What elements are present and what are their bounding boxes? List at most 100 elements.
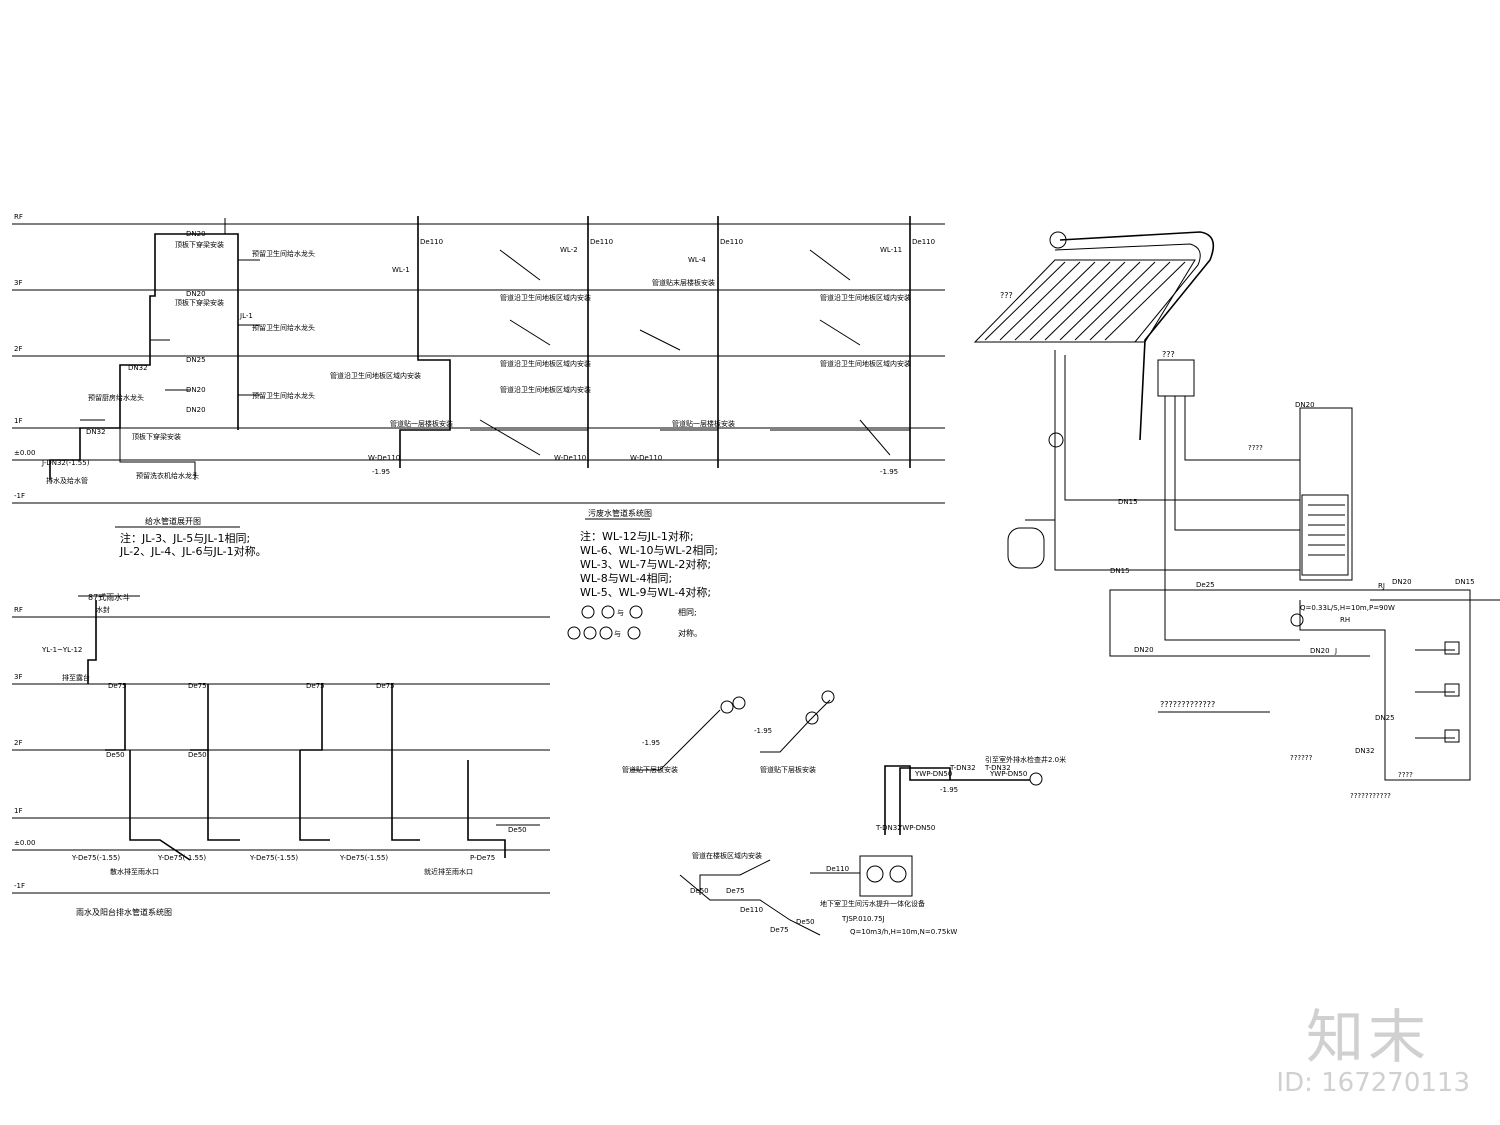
svg-text:管道贴一层楼板安装: 管道贴一层楼板安装	[672, 419, 735, 428]
svg-text:顶板下穿梁安装: 顶板下穿梁安装	[175, 298, 224, 307]
water-supply-diagram: 顶板下穿梁安装 预留卫生间给水龙头 顶板下穿梁安装 预留卫生间给水龙头 预留卫生…	[41, 218, 315, 558]
pump-title: 地下室卫生间污水提升一体化设备	[820, 899, 925, 908]
svg-text:YWP-DN50: YWP-DN50	[897, 824, 935, 832]
svg-text:??????: ??????	[1290, 754, 1313, 762]
svg-text:-1F: -1F	[14, 882, 25, 890]
solar-system: ??? ??? ???? Q=0.33L/S,H=10m,P=90W ?????…	[973, 231, 1500, 800]
svg-text:JL-1: JL-1	[239, 312, 253, 320]
svg-text:管道沿卫生间地板区域内安装: 管道沿卫生间地板区域内安装	[820, 359, 911, 368]
svg-text:1F: 1F	[14, 417, 22, 425]
svg-text:De75: De75	[306, 682, 325, 690]
svg-text:DN20: DN20	[186, 290, 206, 298]
svg-text:就近排至雨水口: 就近排至雨水口	[424, 867, 473, 876]
svg-text:1F: 1F	[14, 807, 22, 815]
svg-text:De50: De50	[188, 751, 207, 759]
svg-text:排水及给水管: 排水及给水管	[46, 476, 88, 485]
svg-text:J-DN32(-1.55): J-DN32(-1.55)	[41, 459, 90, 467]
roof-drain-label: 87式雨水斗	[88, 592, 130, 602]
svg-text:Y-De75(-1.55): Y-De75(-1.55)	[71, 854, 120, 862]
svg-text:De110: De110	[720, 238, 743, 246]
svg-text:DN20: DN20	[186, 406, 206, 414]
svg-text:对称。: 对称。	[678, 628, 702, 638]
rain-diagram: 87式雨水斗 水封 YL-1~YL-12 排至露台 散水排至雨水口 就近排至雨水…	[41, 592, 540, 917]
svg-text:DN32: DN32	[1355, 747, 1375, 755]
water-supply-note-1: 注：JL-3、JL-5与JL-1相同;	[120, 531, 250, 545]
svg-text:T-DN32: T-DN32	[984, 764, 1011, 772]
svg-text:De75: De75	[108, 682, 127, 690]
svg-text:顶板下穿梁安装: 顶板下穿梁安装	[175, 240, 224, 249]
svg-text:De50: De50	[106, 751, 125, 759]
svg-text:-1F: -1F	[14, 492, 25, 500]
svg-text:DN32: DN32	[128, 364, 148, 372]
svg-text:W-De110: W-De110	[368, 454, 400, 462]
rain-title: 雨水及阳台排水管道系统图	[76, 907, 172, 917]
svg-text:WL-4: WL-4	[688, 256, 706, 264]
svg-text:管道沿卫生间地板区域内安装: 管道沿卫生间地板区域内安装	[330, 371, 421, 380]
svg-text:2F: 2F	[14, 739, 22, 747]
svg-text:DN20: DN20	[1310, 647, 1330, 655]
svg-text:3F: 3F	[14, 279, 22, 287]
svg-text:TJSP.010.75J: TJSP.010.75J	[841, 915, 885, 923]
water-supply-note-2: JL-2、JL-4、JL-6与JL-1对称。	[119, 544, 267, 558]
svg-text:引至室外排水检查井2.0米: 引至室外排水检查井2.0米	[985, 755, 1066, 764]
upper-floor-labels: RF 3F 2F 1F ±0.00 -1F	[14, 213, 35, 500]
svg-text:De110: De110	[590, 238, 613, 246]
svg-text:2F: 2F	[14, 345, 22, 353]
svg-text:T-DN32: T-DN32	[875, 824, 902, 832]
svg-text:De75: De75	[376, 682, 395, 690]
svg-text:Q=0.33L/S,H=10m,P=90W: Q=0.33L/S,H=10m,P=90W	[1300, 604, 1395, 612]
svg-text:管道贴末层楼板安装: 管道贴末层楼板安装	[652, 278, 715, 287]
svg-text:-1.95: -1.95	[754, 727, 772, 735]
svg-text:相同;: 相同;	[678, 607, 697, 617]
sewage-note-1: 注：WL-12与JL-1对称;	[580, 529, 694, 543]
svg-text:DN20: DN20	[186, 230, 206, 238]
svg-text:DN20: DN20	[186, 386, 206, 394]
svg-text:预留卫生间给水龙头: 预留卫生间给水龙头	[252, 391, 315, 400]
svg-text:散水排至雨水口: 散水排至雨水口	[110, 867, 159, 876]
legend-symbols: 与 与 相同; 对称。	[567, 605, 702, 640]
collector-tubes	[984, 261, 1186, 341]
svg-text:±0.00: ±0.00	[14, 839, 35, 847]
svg-text:YWP-DN50: YWP-DN50	[989, 770, 1027, 778]
svg-text:管道贴下层板安装: 管道贴下层板安装	[760, 765, 816, 774]
watermark-logo: 知末	[1305, 1003, 1430, 1071]
svg-text:-1.95: -1.95	[372, 468, 390, 476]
svg-text:管道贴一层楼板安装: 管道贴一层楼板安装	[390, 419, 453, 428]
svg-text:RJ: RJ	[1378, 582, 1385, 590]
svg-text:De25: De25	[1196, 581, 1215, 589]
svg-text:管道沿卫生间地板区域内安装: 管道沿卫生间地板区域内安装	[500, 359, 591, 368]
svg-text:DN25: DN25	[186, 356, 206, 364]
solar-title: ?????????????	[1160, 700, 1215, 709]
svg-text:De75: De75	[726, 887, 745, 895]
svg-text:W-De110: W-De110	[630, 454, 662, 462]
svg-text:-1.95: -1.95	[880, 468, 898, 476]
svg-text:与: 与	[614, 630, 621, 638]
sewage-note-4: WL-8与WL-4相同;	[580, 572, 672, 585]
svg-text:Q=10m3/h,H=10m,N=0.75kW: Q=10m3/h,H=10m,N=0.75kW	[850, 928, 957, 936]
svg-text:Y-De75(-1.55): Y-De75(-1.55)	[157, 854, 206, 862]
svg-text:De75: De75	[770, 926, 789, 934]
sewage-title: 污废水管道系统图	[588, 508, 652, 518]
svg-text:预留卫生间给水龙头: 预留卫生间给水龙头	[252, 323, 315, 332]
svg-text:管道沿卫生间地板区域内安装: 管道沿卫生间地板区域内安装	[820, 293, 911, 302]
svg-text:De50: De50	[796, 918, 815, 926]
svg-text:YWP-DN50: YWP-DN50	[914, 770, 952, 778]
svg-text:DN15: DN15	[1118, 498, 1138, 506]
svg-text:RF: RF	[14, 606, 23, 614]
svg-text:DN15: DN15	[1455, 578, 1475, 586]
svg-text:管道在楼板区域内安装: 管道在楼板区域内安装	[692, 851, 762, 860]
svg-text:RF: RF	[14, 213, 23, 221]
svg-text:±0.00: ±0.00	[14, 449, 35, 457]
svg-text:管道沿卫生间地板区域内安装: 管道沿卫生间地板区域内安装	[500, 293, 591, 302]
tank-coils	[1308, 504, 1345, 556]
svg-text:-1.95: -1.95	[642, 739, 660, 747]
svg-text:De110: De110	[912, 238, 935, 246]
svg-text:Y-De75(-1.55): Y-De75(-1.55)	[339, 854, 388, 862]
water-supply-title: 给水管道展开图	[145, 516, 201, 526]
svg-text:Y-De75(-1.55): Y-De75(-1.55)	[249, 854, 298, 862]
svg-text:De110: De110	[826, 865, 849, 873]
svg-text:De50: De50	[508, 826, 527, 834]
svg-text:De110: De110	[420, 238, 443, 246]
